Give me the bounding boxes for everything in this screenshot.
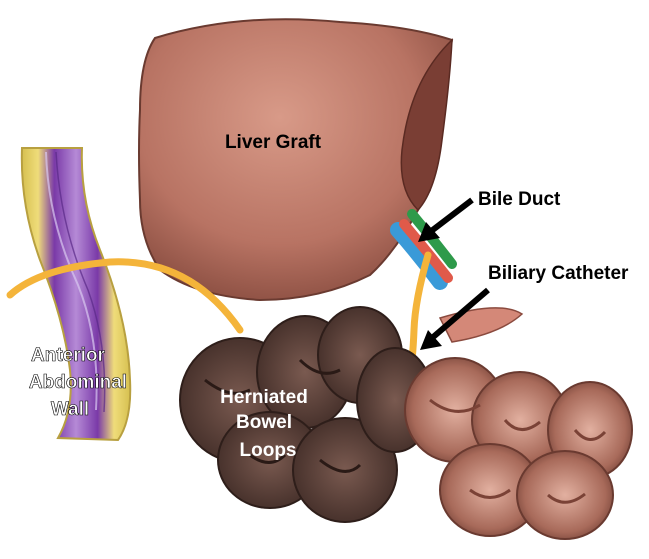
label-abdominal-wall-line1: Anterior	[31, 345, 106, 366]
bowel-extension	[440, 308, 522, 342]
label-abdominal-wall-line2: Abdominal	[29, 372, 127, 393]
abdominal-wall	[22, 148, 130, 440]
liver-graft	[139, 19, 452, 300]
label-bowel-line2: Bowel	[236, 412, 292, 433]
bowel-loops-light	[405, 358, 632, 539]
arrow-bile-duct	[418, 200, 472, 242]
label-biliary-catheter: Biliary Catheter	[488, 263, 629, 284]
label-liver-graft: Liver Graft	[225, 132, 322, 153]
label-abdominal-wall-line3: Wall	[51, 399, 89, 420]
label-bile-duct: Bile Duct	[478, 189, 561, 210]
label-bowel-line1: Herniated	[220, 387, 308, 408]
herniated-bowel-loops	[180, 307, 433, 522]
label-bowel-line3: Loops	[240, 440, 297, 461]
